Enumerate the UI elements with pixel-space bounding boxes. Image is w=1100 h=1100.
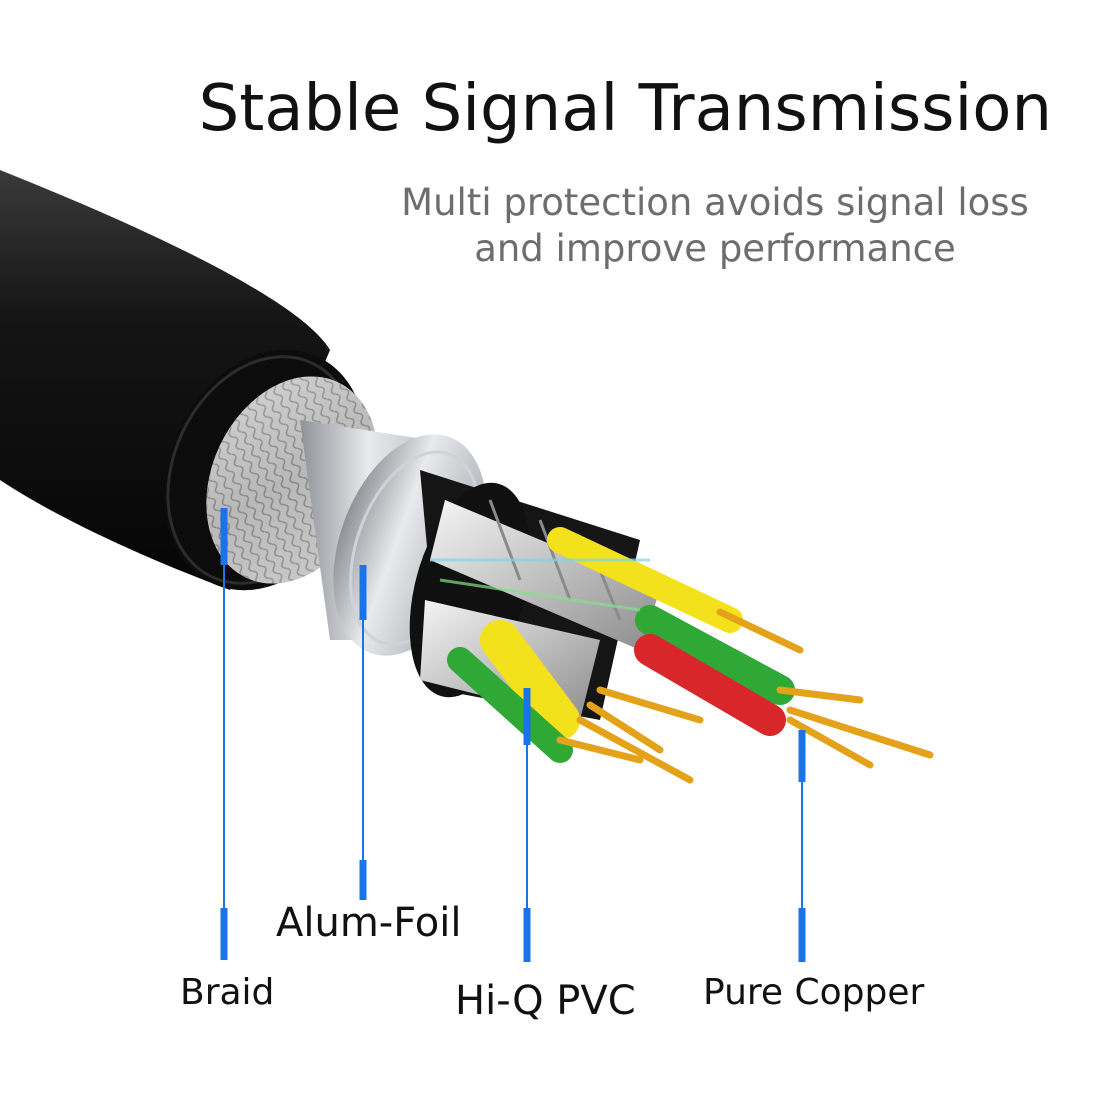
- page-subtitle: Multi protection avoids signal loss and …: [390, 180, 1040, 272]
- label-hi-q-pvc: Hi-Q PVC: [455, 978, 636, 1024]
- label-braid: Braid: [180, 972, 275, 1013]
- label-pure-copper: Pure Copper: [703, 972, 925, 1013]
- copper-strands: [556, 608, 934, 784]
- page-title: Stable Signal Transmission: [198, 72, 1052, 146]
- subtitle-line-2: and improve performance: [474, 227, 956, 270]
- label-alum-foil: Alum-Foil: [276, 900, 462, 946]
- conductors: [430, 527, 795, 763]
- subtitle-line-1: Multi protection avoids signal loss: [401, 181, 1029, 224]
